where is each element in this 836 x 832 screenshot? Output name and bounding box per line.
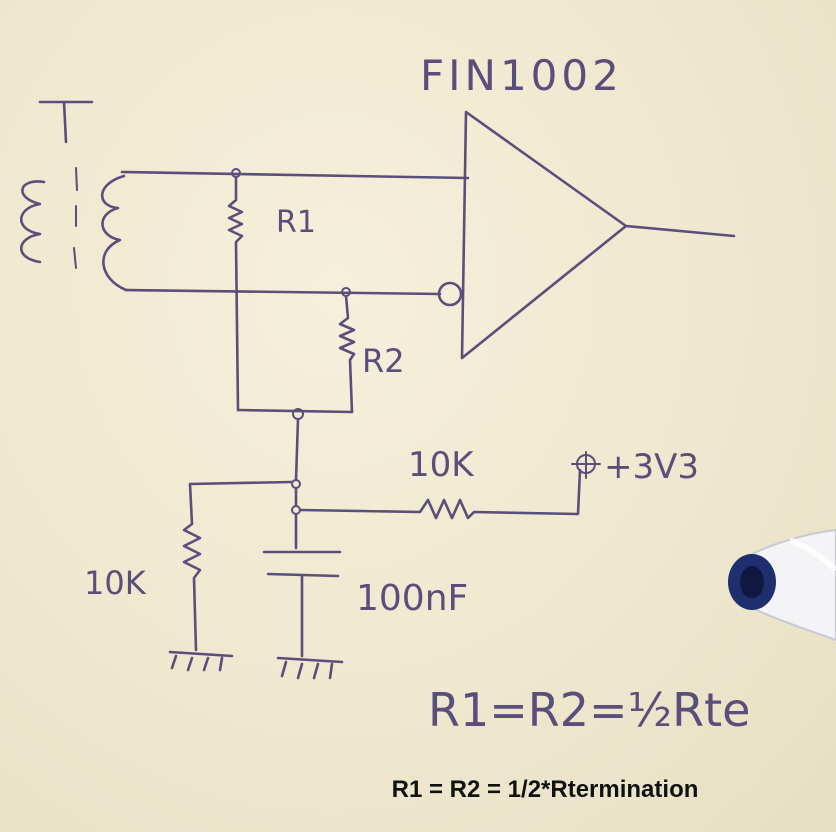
ground-left [168, 650, 234, 672]
transformer-t-symbol [38, 100, 94, 144]
label-bias-resistor-top: 10K [408, 445, 475, 485]
pen-icon [728, 528, 836, 642]
resistor-bias-top [298, 468, 582, 520]
capacitor-100nf [262, 512, 342, 658]
wire-bottom-input [124, 288, 442, 296]
label-r1: R1 [276, 205, 316, 240]
ground-capacitor [276, 656, 344, 680]
inverting-input-bubble [437, 281, 463, 307]
transformer-secondary-coil [100, 174, 128, 292]
supply-node-cross [571, 451, 601, 479]
resistor-r2 [338, 294, 356, 414]
caption: R1 = R2 = 1/2*Rtermination [392, 776, 699, 803]
resistor-r1 [227, 175, 244, 412]
output-wire [624, 224, 736, 238]
transformer-core [73, 167, 78, 269]
fin1002-triangle [460, 110, 628, 360]
label-r2: R2 [362, 342, 405, 380]
label-bias-resistor-left: 10K [84, 564, 147, 602]
transformer-primary-coil [20, 180, 46, 264]
label-capacitor: 100nF [356, 578, 468, 619]
label-equation: R1=R2=½Rte [428, 683, 750, 737]
wire-top-input [120, 170, 470, 180]
wire-left-bias [182, 480, 294, 652]
label-chip: FIN1002 [420, 51, 623, 100]
label-supply: +3V3 [604, 447, 699, 487]
wire-center-tap-down [294, 417, 300, 482]
